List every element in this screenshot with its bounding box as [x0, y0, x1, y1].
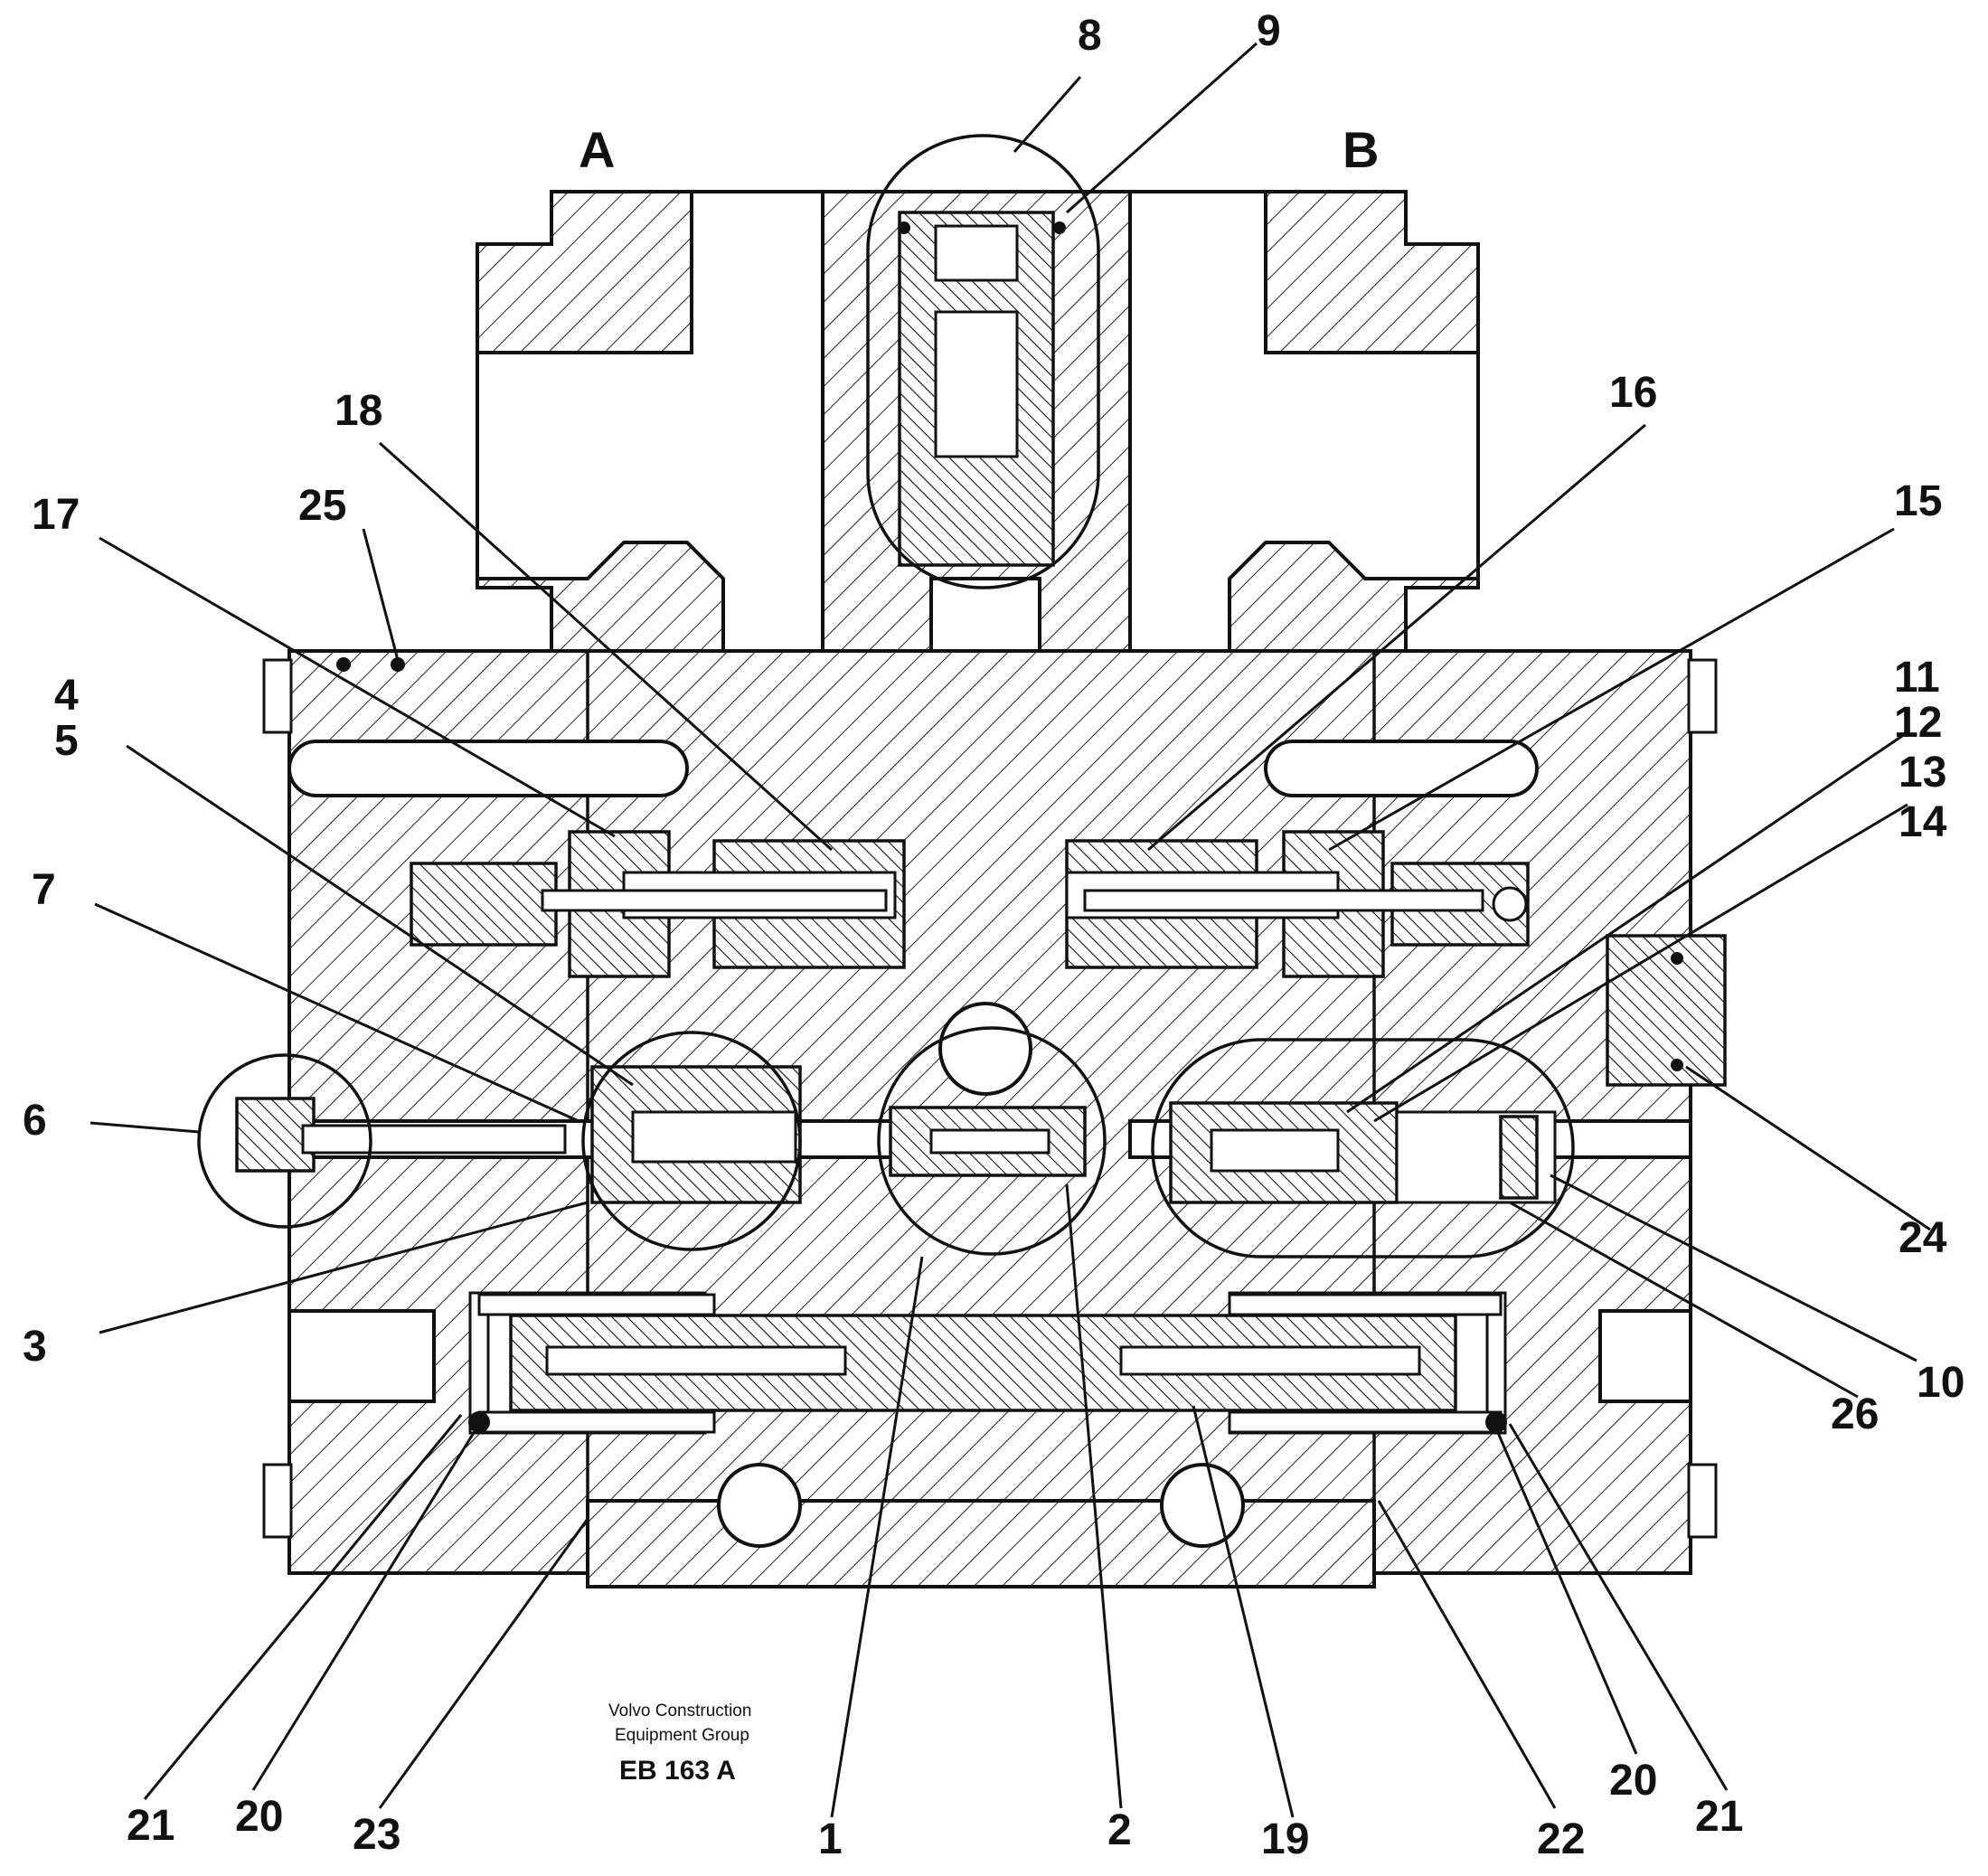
callout-20-left: 20 — [235, 1793, 283, 1841]
center-check-valve — [889, 1106, 1087, 1177]
callout-20-right: 20 — [1609, 1757, 1657, 1805]
callout-2: 2 — [1107, 1806, 1132, 1854]
callout-4: 4 — [54, 672, 79, 720]
callout-21-right: 21 — [1695, 1793, 1743, 1841]
callout-6: 6 — [23, 1097, 47, 1145]
callout-17: 17 — [32, 491, 80, 539]
left-check-valve — [235, 1065, 802, 1204]
callout-3: 3 — [23, 1323, 47, 1371]
port-a-label: A — [579, 121, 615, 178]
callout-24: 24 — [1898, 1214, 1947, 1262]
detail-circles — [197, 134, 1575, 1259]
callout-26: 26 — [1831, 1391, 1879, 1438]
o-rings — [336, 222, 1507, 1433]
callout-7: 7 — [32, 866, 56, 914]
callout-21-left: 21 — [127, 1802, 174, 1850]
callout-16: 16 — [1609, 369, 1657, 417]
right-relief-cartridge — [1065, 830, 1530, 978]
drawing-code: EB 163 A — [619, 1756, 736, 1786]
callout-5: 5 — [54, 717, 79, 765]
callout-15: 15 — [1894, 477, 1942, 525]
main-spool-assembly — [468, 1291, 1507, 1435]
callout-25: 25 — [298, 482, 346, 530]
callout-23: 23 — [353, 1811, 400, 1859]
left-relief-cartridge — [410, 830, 906, 978]
callout-11: 11 — [1894, 654, 1940, 702]
callout-12: 12 — [1894, 699, 1942, 747]
callout-22: 22 — [1537, 1815, 1585, 1863]
side-plug-right — [1606, 934, 1727, 1087]
callout-13: 13 — [1898, 749, 1946, 797]
callout-9: 9 — [1257, 7, 1281, 55]
right-check-valve — [1169, 1101, 1557, 1204]
callout-1: 1 — [818, 1815, 843, 1863]
leader-lines — [90, 42, 1931, 1818]
callout-18: 18 — [334, 387, 382, 435]
credit-line-2: Equipment Group — [615, 1726, 749, 1745]
callout-10: 10 — [1917, 1359, 1964, 1407]
callout-19: 19 — [1261, 1815, 1309, 1863]
port-b-label: B — [1343, 121, 1379, 178]
credit-line-1: Volvo Construction — [608, 1702, 751, 1720]
callout-8: 8 — [1078, 12, 1102, 60]
shuttle-valve — [898, 211, 1055, 567]
callout-14: 14 — [1898, 798, 1947, 846]
